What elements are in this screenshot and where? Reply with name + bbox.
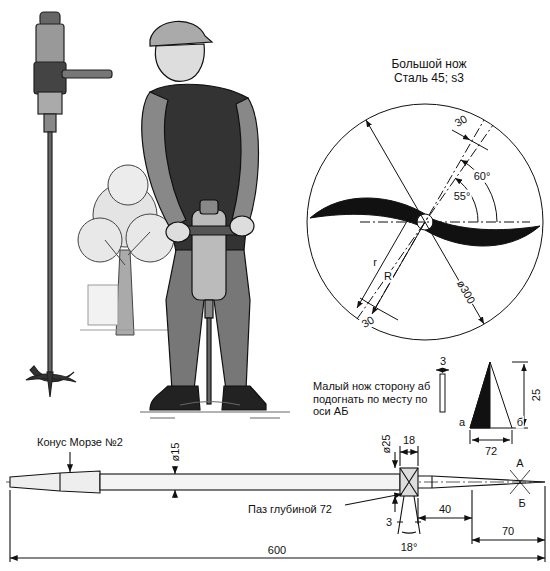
angle-dimension: 18° [400, 541, 419, 554]
dimension: 40 [438, 503, 452, 516]
hand-drill-part [230, 216, 254, 236]
shaft-drawing-part [472, 539, 545, 540]
small-knife-view [436, 362, 528, 444]
dimension: 25 [530, 388, 543, 402]
small-knife-view-part [440, 374, 445, 412]
shaft-drawing-part [431, 476, 432, 488]
shaft-drawing-part [400, 451, 418, 452]
dimension: 30 [452, 112, 471, 130]
auger-tool-part [48, 132, 52, 372]
shaft-drawing-part [400, 468, 418, 496]
hand-drill-part [200, 200, 218, 214]
worker-figure-part [155, 44, 204, 81]
shaft-drawing-part [174, 466, 175, 474]
dimension: 30 [359, 313, 378, 331]
worker-figure-part [222, 386, 266, 410]
hand-drill-part [207, 318, 211, 404]
shaft-drawing-part [400, 468, 418, 496]
dimension: 70 [501, 525, 515, 538]
point-letter: а [458, 416, 466, 429]
small-knife-view-part [470, 362, 490, 428]
small-knife-view-part [436, 370, 449, 371]
tree-part [116, 250, 134, 335]
ground [140, 402, 290, 419]
dimension: 3 [385, 516, 393, 529]
big-knife-view-part [366, 120, 484, 324]
ground-part [140, 402, 290, 419]
big-knife-view-part [425, 216, 540, 246]
shaft-drawing-part [69, 452, 70, 472]
shaft-drawing-part [418, 476, 545, 488]
shaft-drawing-part [10, 471, 100, 493]
hand-drill-part [205, 300, 213, 318]
note: Малый нож сторону аб подогнать по месту … [312, 380, 436, 418]
dimension: ø15 [169, 442, 182, 463]
small-knife-view-part [512, 362, 528, 428]
part-title: Большой нож Сталь 45; s3 [378, 58, 480, 86]
shaft-drawing-part [398, 496, 420, 534]
big-knife-view-part [360, 222, 530, 223]
shaft-drawing-part [510, 470, 530, 494]
hand-drill-part [166, 222, 190, 242]
shaft-drawing-part [345, 494, 402, 505]
small-knife-view-part [470, 430, 512, 444]
auger-tool-part [44, 114, 56, 132]
tree-part [108, 165, 148, 205]
big-knife-view-part [310, 198, 425, 228]
dimension: 600 [267, 544, 287, 557]
dimension: 18 [402, 434, 416, 447]
shaft-drawing-part [418, 517, 472, 518]
hand-drill [166, 200, 254, 404]
big-knife-view-part [357, 216, 410, 308]
shaft-drawing-part [59, 473, 60, 491]
small-knife-view-part [472, 440, 510, 441]
shaft-drawing-part [402, 532, 416, 533]
worker-figure-part [232, 98, 259, 226]
shaft-drawing-part [10, 486, 545, 562]
shaft-drawing-part [394, 496, 395, 512]
auger-tool-part [47, 372, 53, 397]
part-name: Конус Морзе №2 [36, 436, 124, 449]
dimension: R [383, 270, 393, 283]
axis-letter: Б [517, 497, 526, 510]
auger-tool-part [36, 24, 64, 64]
big-knife-view [307, 104, 543, 340]
shaft-drawing-part [397, 521, 421, 522]
dimension: ø25 [380, 434, 393, 455]
dimension: 72 [484, 445, 498, 458]
point-letter: б [516, 416, 524, 429]
dimension: r [372, 256, 378, 269]
shaft-drawing-part [394, 452, 395, 468]
worker-figure-part [150, 21, 212, 46]
angle-dimension: 55° [453, 190, 472, 203]
auger-tool-part [34, 62, 66, 94]
shaft-drawing-part [174, 490, 175, 498]
worker-figure [142, 21, 266, 410]
hand-drill-part [192, 210, 226, 300]
shaft-drawing [6, 446, 545, 562]
tree-part [88, 285, 118, 325]
big-knife-view-part [307, 104, 543, 340]
worker-figure-part [142, 92, 186, 228]
tree-part [105, 232, 150, 265]
worker-figure-part [150, 386, 200, 410]
small-knife-view-part [470, 362, 512, 428]
big-knife-view-part [452, 130, 488, 150]
dimension: ø300 [454, 277, 478, 307]
tree-part [78, 218, 122, 262]
dimension: 3 [439, 355, 447, 368]
auger-tool-part [62, 70, 112, 78]
note: Паз глубиной 72 [247, 503, 333, 516]
auger-tool-part [38, 92, 62, 114]
angle-dimension: 60° [473, 170, 492, 183]
shaft-drawing-part [400, 446, 418, 466]
shaft-drawing-part [10, 557, 545, 558]
axis-letter: А [515, 457, 524, 470]
shaft-drawing-part [100, 474, 400, 490]
